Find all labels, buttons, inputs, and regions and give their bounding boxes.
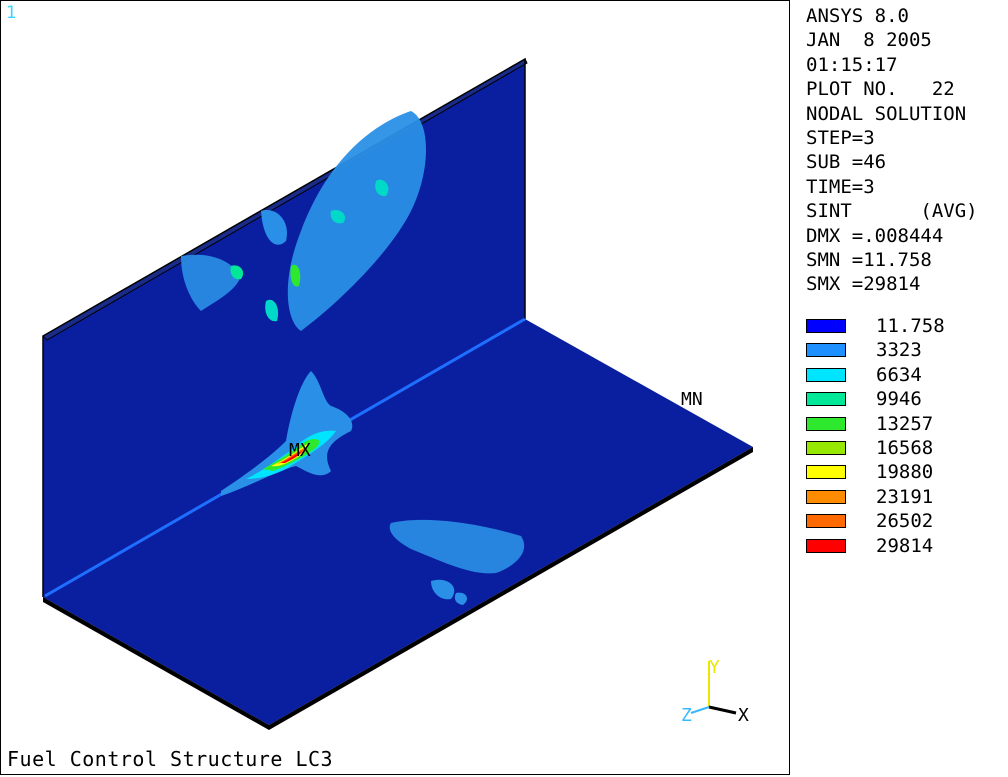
info-line: SINT (AVG)	[806, 200, 978, 223]
info-line: SUB =46	[806, 151, 887, 174]
info-line: TIME=3	[806, 175, 875, 198]
legend-swatch	[806, 465, 846, 480]
legend-swatch	[806, 392, 846, 407]
horizontal-plate-right-edge	[269, 447, 753, 730]
contour-plot[interactable]: MX MN Y X Z	[1, 1, 791, 776]
legend-swatch	[806, 538, 846, 553]
legend-swatch	[806, 367, 846, 382]
max-marker: MX	[289, 440, 311, 461]
legend-label: 9946	[876, 388, 922, 411]
contour-region-joint-hotspot: MX	[221, 371, 353, 496]
info-line: NODAL SOLUTION	[806, 102, 967, 125]
legend-label: 23191	[876, 485, 934, 508]
min-marker: MN	[681, 389, 703, 410]
legend-swatch	[806, 440, 846, 455]
plot-title: Fuel Control Structure LC3	[7, 747, 334, 771]
legend-label: 13257	[876, 412, 934, 435]
triad-x-label: X	[738, 705, 749, 726]
horizontal-plate-front-edge	[43, 597, 269, 730]
info-line: STEP=3	[806, 127, 875, 150]
axis-triad: Y X Z	[681, 657, 749, 726]
legend-swatch	[806, 343, 846, 358]
vertical-plate-outline	[42, 57, 526, 597]
legend-label: 3323	[876, 339, 922, 362]
legend-swatch	[806, 514, 846, 529]
legend-label: 11.758	[876, 315, 945, 337]
triad-y-label: Y	[709, 657, 720, 678]
contour-region-vertical-upper	[181, 111, 426, 331]
info-line: JAN 8 2005	[806, 29, 932, 52]
window-number: 1	[6, 3, 17, 23]
info-line: PLOT NO. 22	[806, 78, 955, 101]
legend-label: 26502	[876, 510, 934, 533]
legend-label: 29814	[876, 534, 934, 557]
info-line: SMN =11.758	[806, 249, 932, 272]
info-line: DMX =.008444	[806, 224, 944, 247]
graphics-viewport[interactable]: 1 MX	[0, 0, 790, 775]
contour-region-horizontal	[389, 519, 525, 605]
info-line: 01:15:17	[806, 53, 898, 76]
info-line: ANSYS 8.0	[806, 5, 909, 27]
legend-label: 19880	[876, 461, 934, 484]
legend-swatch	[806, 489, 846, 504]
info-line: SMX =29814	[806, 273, 921, 296]
legend-label: 6634	[876, 363, 922, 386]
legend-swatch	[806, 416, 846, 431]
legend-swatch	[806, 319, 846, 333]
triad-z-label: Z	[681, 705, 692, 726]
legend-label: 16568	[876, 436, 934, 459]
